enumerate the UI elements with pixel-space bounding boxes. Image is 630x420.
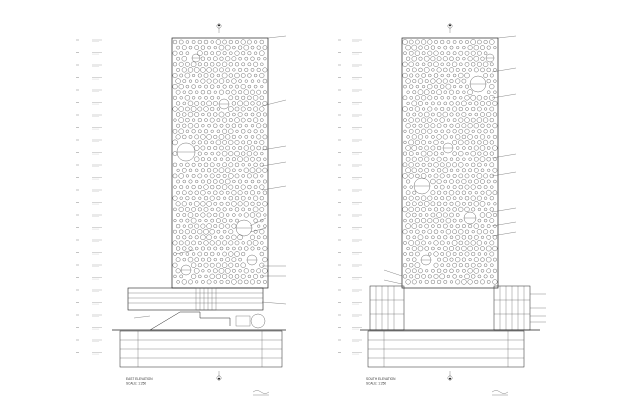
east-facade-openings: [172, 39, 268, 285]
south-level-markers: [338, 39, 362, 355]
south-elevation-scale: SCALE: 1:250: [366, 382, 386, 386]
south-facade-openings: [402, 39, 498, 285]
north-arrow-icon: [491, 390, 509, 396]
east-elevation: EAST ELEVATION SCALE: 1:250: [76, 23, 287, 396]
south-section-marker-bottom: [447, 371, 453, 381]
east-elevation-title: EAST ELEVATION: [126, 377, 153, 381]
east-level-markers: [76, 39, 102, 355]
south-elevation-title: SOUTH ELEVATION: [366, 377, 396, 381]
east-section-marker-top: [216, 23, 222, 33]
east-elevation-scale: SCALE: 1:250: [126, 382, 146, 386]
east-podium: [112, 287, 286, 368]
south-section-marker-top: [447, 23, 453, 33]
south-elevation: SOUTH ELEVATION SCALE: 1:250: [338, 23, 546, 396]
east-section-marker-bottom: [216, 371, 222, 381]
north-arrow-icon: [252, 390, 270, 396]
south-annotation-leaders: [383, 35, 546, 323]
south-podium: [360, 285, 540, 368]
south-tower-outline: [401, 37, 499, 289]
east-annotation-leaders: [133, 35, 287, 319]
